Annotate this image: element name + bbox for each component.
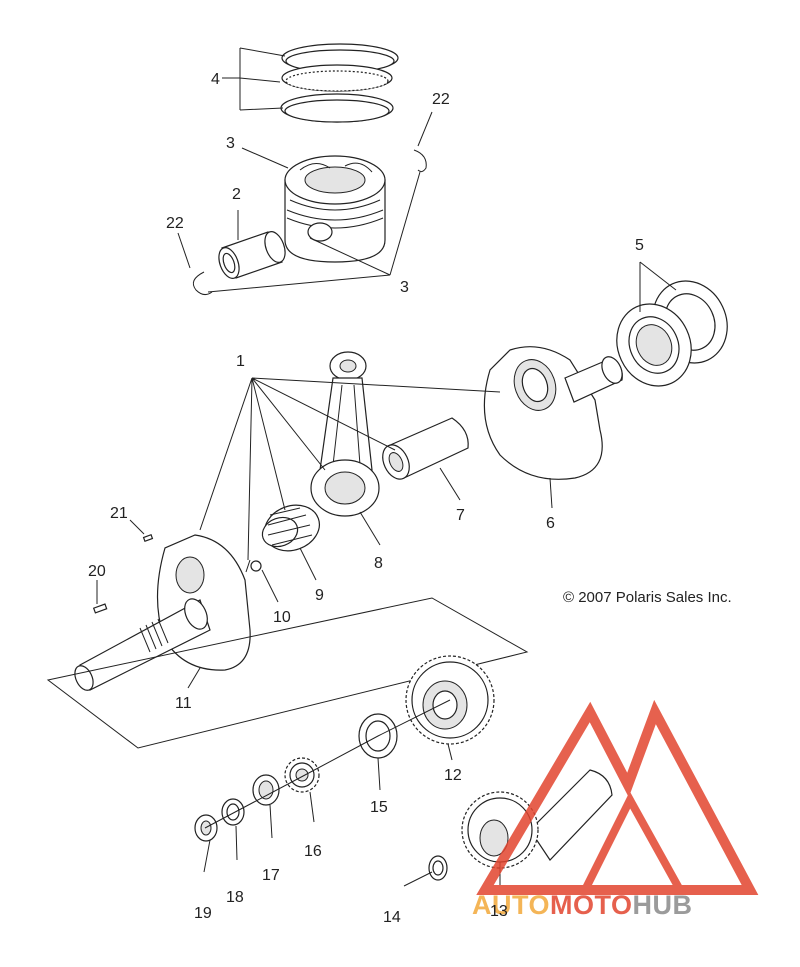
circlip-right [413,149,427,173]
callout-1: 1 [236,353,245,370]
callout-11: 11 [175,695,192,712]
callout-10: 10 [273,609,291,626]
washer-18 [221,798,245,826]
automotohub-logo: AUTOMOTOHUB [472,699,759,920]
woodruff-key-21 [142,533,154,543]
piston-leaders [177,47,433,293]
callout-8: 8 [374,555,383,572]
svg-text:AUTOMOTOHUB: AUTOMOTOHUB [472,890,693,920]
main-bearings [616,280,728,387]
callout-7: 7 [456,507,465,524]
crank-leaders [96,261,677,689]
callout-5: 5 [635,237,644,254]
callout-16: 16 [304,843,322,860]
callout-14: 14 [383,909,401,926]
watermark-auto: AUTO [472,890,550,920]
woodruff-key-20 [92,603,108,614]
balance-shaft-13 [461,769,613,869]
callout-22-top: 22 [432,91,450,108]
needle-bearing [261,504,320,552]
callout-3-top: 3 [226,135,235,152]
callout-17: 17 [262,867,280,884]
callout-6: 6 [546,515,555,532]
piston-rings [280,43,399,123]
callout-4: 4 [211,71,220,88]
callout-22-left: 22 [166,215,184,232]
sprocket-16 [284,757,320,793]
crankshaft-right [483,346,623,480]
copyright-notice: © 2007 Polaris Sales Inc. [563,589,732,606]
callout-18: 18 [226,889,244,906]
callout-2: 2 [232,186,241,203]
watermark-hub: HUB [633,890,693,920]
callout-21: 21 [110,505,128,522]
callout-3-bottom: 3 [400,279,409,296]
crankshaft-left [74,534,251,691]
watermark-moto: MOTO [550,890,633,920]
callout-13: 13 [490,903,508,920]
callout-9: 9 [315,587,324,604]
circlip-left [192,271,213,296]
piston-pin [218,231,286,279]
nut-17 [252,774,280,806]
callout-12: 12 [444,767,462,784]
callout-20: 20 [88,563,106,580]
crank-pin [382,417,469,480]
callout-19: 19 [194,905,212,922]
washer-14 [428,855,448,881]
piston [284,155,386,263]
crank-assembly-box [46,597,529,749]
connecting-rod [310,351,380,517]
callout-labels: 4 22 3 2 22 5 3 1 21 7 6 8 20 9 10 11 12… [88,71,644,926]
thrust-ball [250,560,262,572]
callout-15: 15 [370,799,388,816]
